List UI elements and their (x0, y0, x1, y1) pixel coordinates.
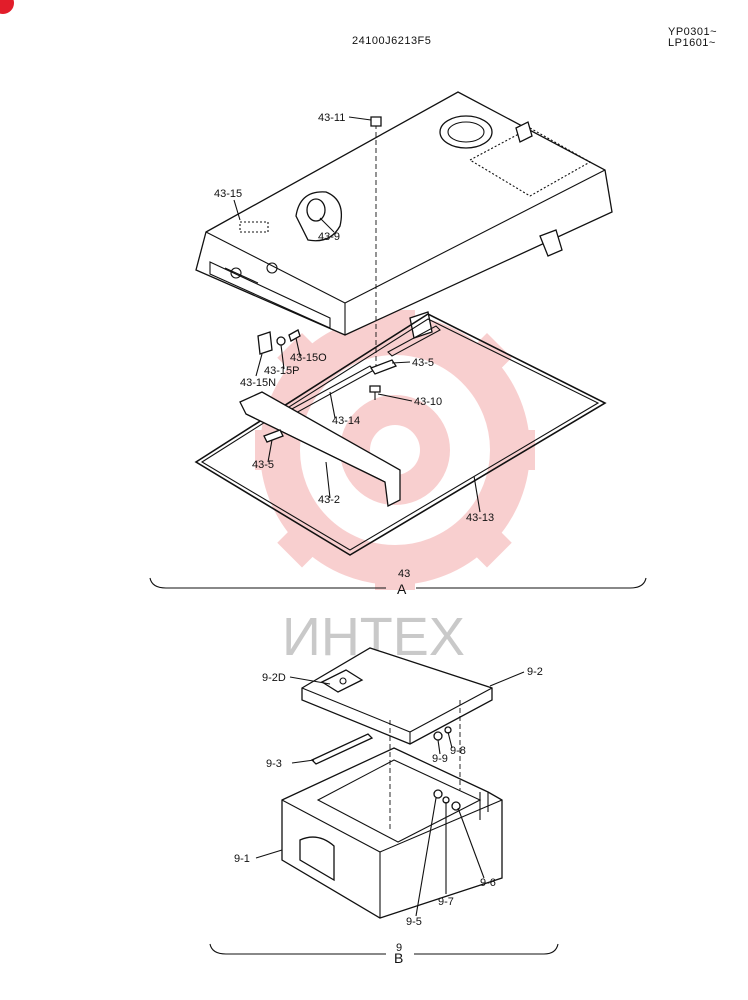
callout-label: 43-15 (214, 188, 242, 200)
callout-label: 43-15N (240, 377, 276, 389)
box-base (281, 747, 503, 919)
callout-label: 9-9 (432, 753, 448, 765)
callout-label: 43-13 (466, 512, 494, 524)
callout-label: 9-8 (450, 745, 466, 757)
callout-label: 43-5 (412, 357, 434, 369)
section-a-brace (149, 577, 647, 589)
leader-lines-a (233, 116, 481, 513)
callout-label: 43-9 (318, 231, 340, 243)
leader-lines-b (255, 671, 525, 917)
callout-label: 43-15P (264, 365, 299, 377)
watermark-logo (255, 310, 535, 590)
callout-label: 43-10 (414, 396, 442, 408)
strip (310, 733, 374, 765)
callout-label: 9-3 (266, 758, 282, 770)
section-letter: A (397, 581, 407, 597)
callout-label: 43-2 (318, 494, 340, 506)
callout-label: 9-6 (480, 877, 496, 889)
serial-range: YP0301~ (668, 26, 718, 38)
group-number: 43 (398, 568, 410, 580)
plate (370, 359, 397, 375)
callout-label: 9-5 (406, 916, 422, 928)
serial-range: LP1601~ (668, 37, 716, 49)
corner-mark (0, 0, 14, 14)
group-number: 9 (396, 942, 402, 954)
callout-label: 43-5 (252, 459, 274, 471)
callout-label: 9-7 (438, 896, 454, 908)
callout-label: 9-1 (234, 853, 250, 865)
section-b-brace (209, 943, 559, 955)
doc-number: 24100J6213F5 (352, 35, 432, 47)
lid-plate (301, 647, 493, 745)
bolt (369, 385, 381, 393)
support-bar (239, 391, 401, 507)
section-letter: B (394, 950, 403, 966)
callout-label: 9-2 (527, 666, 543, 678)
callout-label: 43-11 (318, 112, 345, 124)
callout-label: 43-15O (290, 352, 327, 364)
plate (263, 429, 284, 443)
callout-label: 9-2D (262, 672, 286, 684)
callout-label: 43-14 (332, 415, 360, 427)
